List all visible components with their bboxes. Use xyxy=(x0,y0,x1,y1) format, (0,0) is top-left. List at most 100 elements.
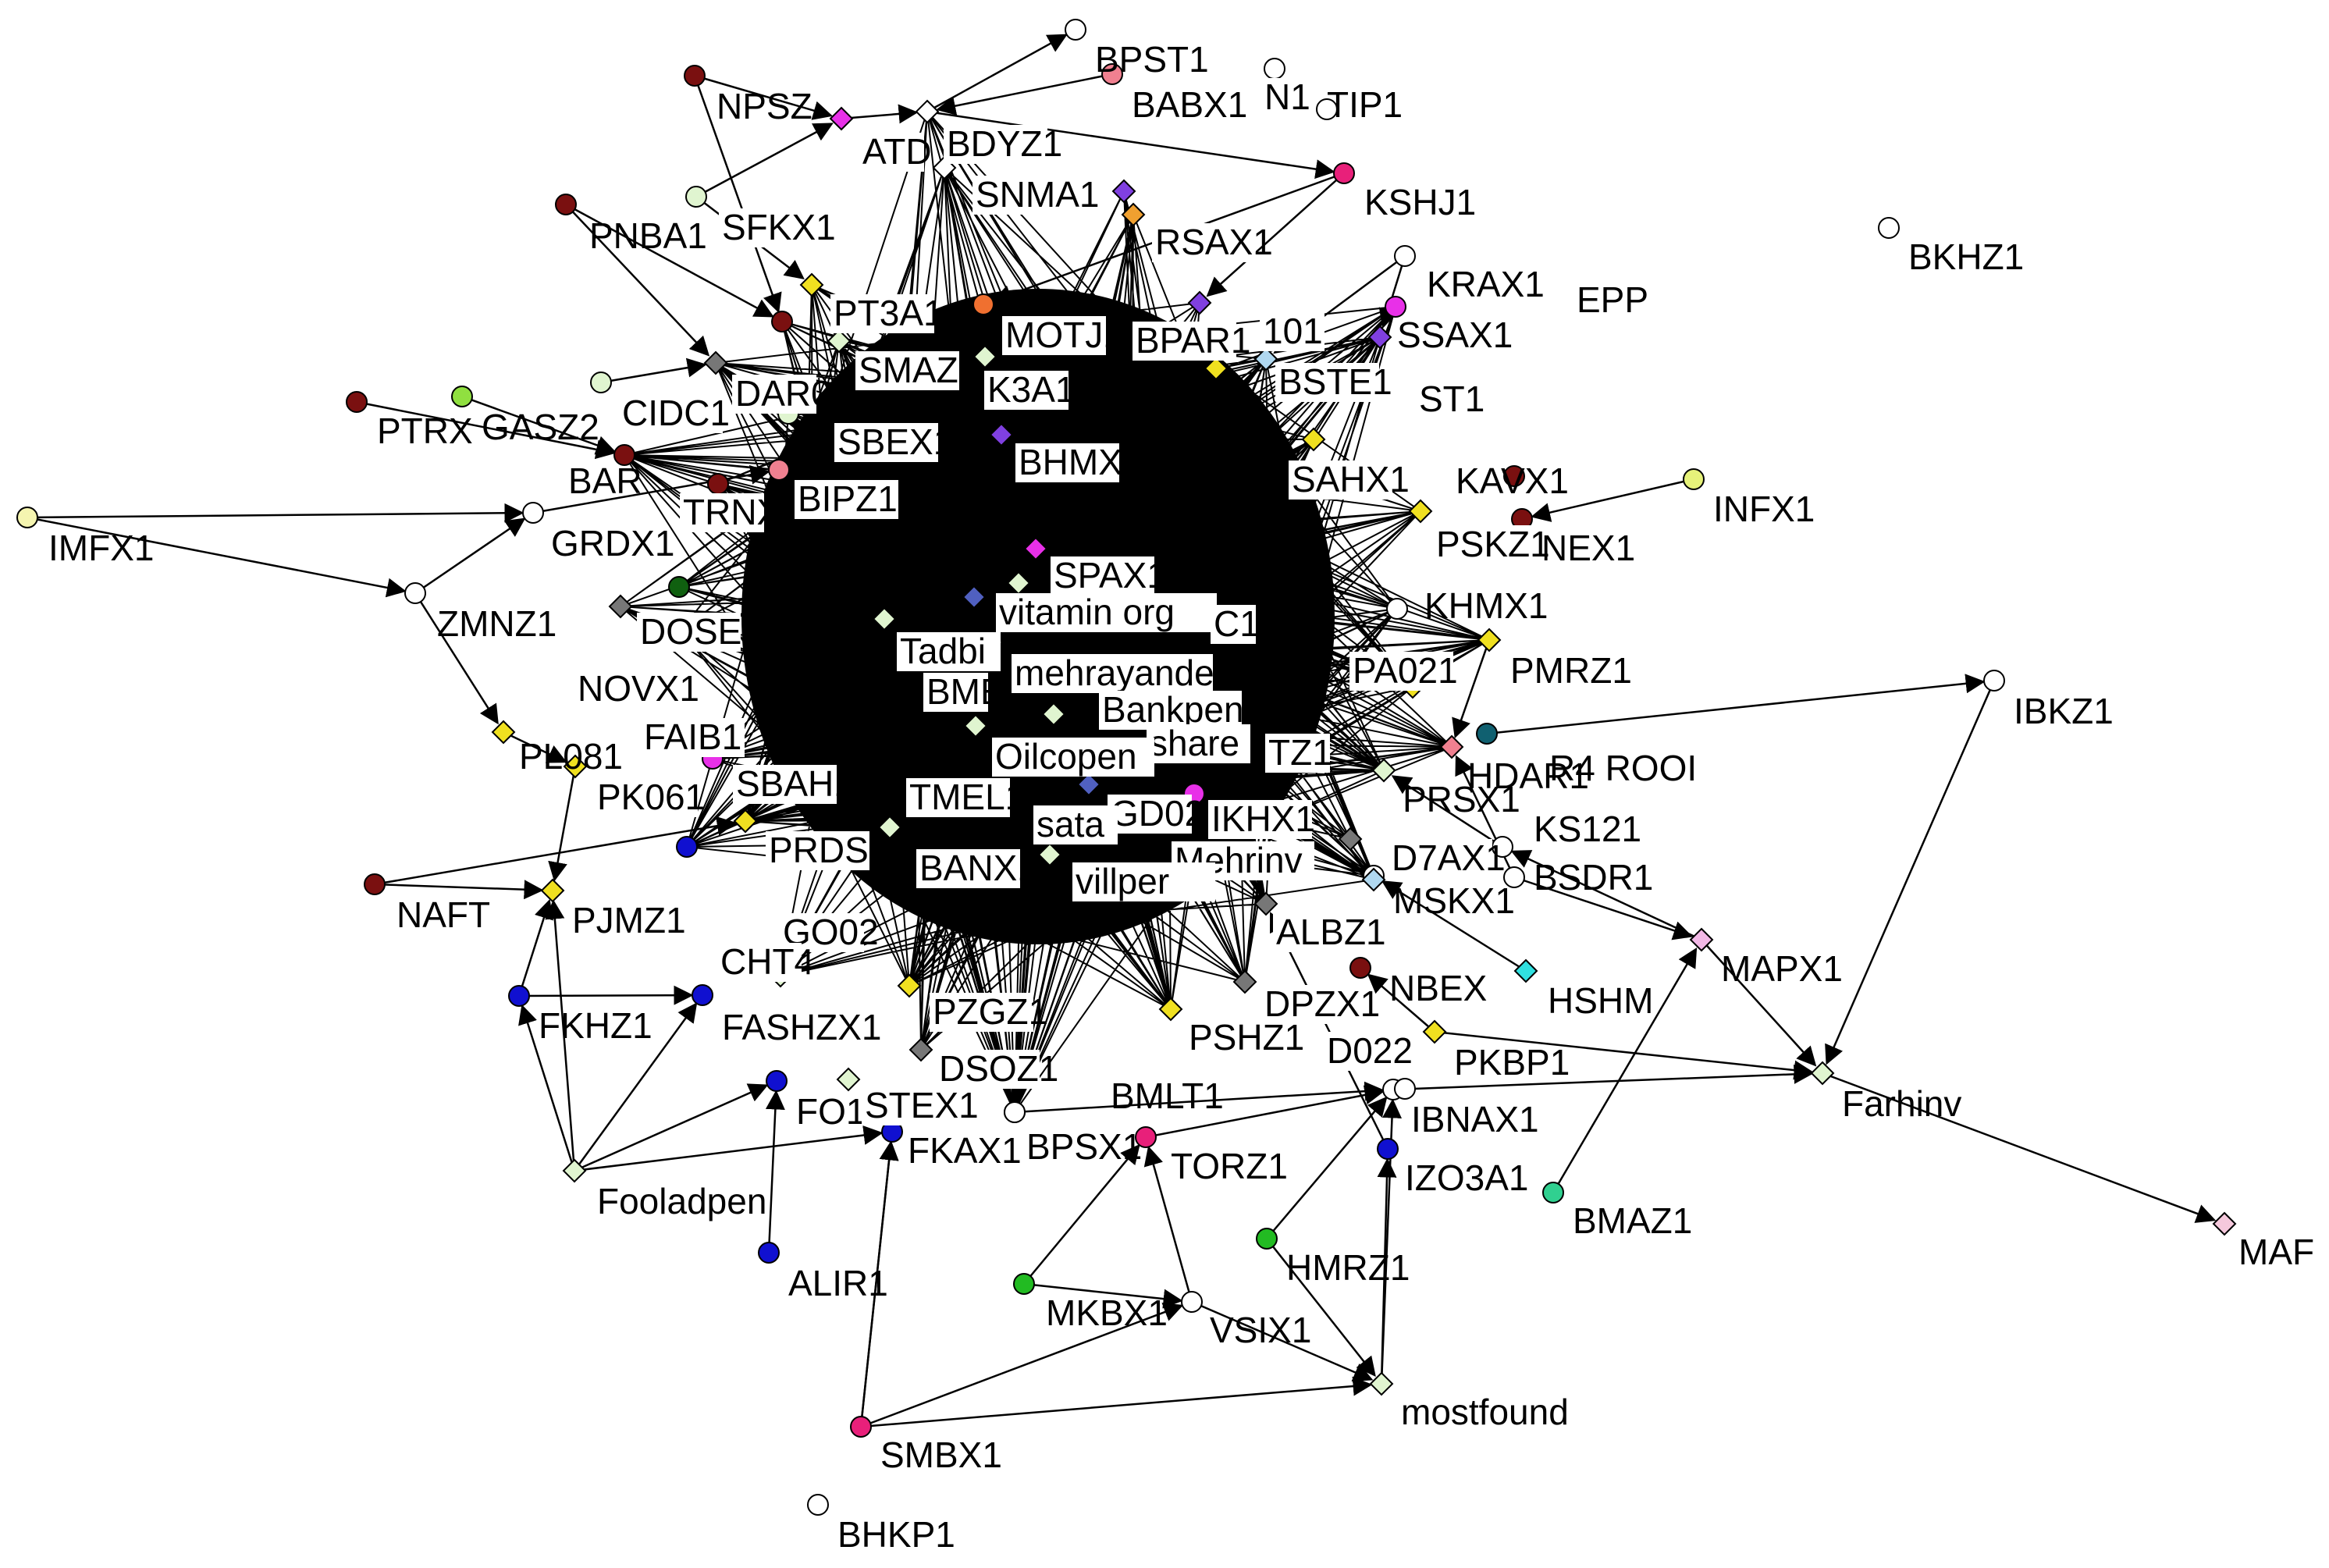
node-NAFT[interactable] xyxy=(364,873,386,895)
node-BABX1[interactable] xyxy=(1101,63,1123,85)
node-AVX1[interactable] xyxy=(1503,465,1525,487)
node-K3A1[interactable] xyxy=(972,344,997,369)
node-SNMA1[interactable] xyxy=(1111,179,1136,204)
node-TMEL1[interactable] xyxy=(877,815,902,840)
node-NPSZ_m[interactable] xyxy=(829,106,854,131)
node-MAPX1[interactable] xyxy=(1689,927,1714,952)
node-BPAR1[interactable] xyxy=(1204,356,1229,381)
node-D022[interactable] xyxy=(1394,1078,1416,1100)
node-Tadbir[interactable] xyxy=(872,606,897,631)
node-BHKP1[interactable] xyxy=(807,1494,829,1516)
node-SFKX1[interactable] xyxy=(685,186,707,208)
node-SFK_r[interactable] xyxy=(771,311,793,332)
node-BME[interactable] xyxy=(963,713,988,738)
node-PZGZ1[interactable] xyxy=(897,973,922,998)
node-BPST1[interactable] xyxy=(1065,19,1086,41)
label-64: PRSX1 xyxy=(1403,779,1520,820)
node-BMAZ1[interactable] xyxy=(1542,1182,1564,1204)
node-label: TZ1 xyxy=(1268,732,1332,773)
node-FO1[interactable] xyxy=(766,1070,788,1092)
node-Farhinv[interactable] xyxy=(1810,1061,1835,1086)
label-box xyxy=(1208,800,1312,839)
edge-KS121-PRSX1 xyxy=(1391,775,1503,848)
node-INFX1[interactable] xyxy=(1683,468,1705,490)
node-Fooladpen[interactable] xyxy=(562,1158,587,1183)
node-PTRX[interactable] xyxy=(346,391,368,413)
node-SP_b[interactable] xyxy=(962,585,987,610)
node-PNBA1[interactable] xyxy=(555,194,577,215)
node-BPSX1[interactable] xyxy=(1135,1126,1157,1148)
node-ALIR1[interactable] xyxy=(758,1242,780,1264)
node-mostfound[interactable] xyxy=(1369,1371,1394,1396)
node-PSHZ1[interactable] xyxy=(1158,997,1183,1022)
node-D7AX1[interactable] xyxy=(1361,867,1386,892)
node-GRD_g[interactable] xyxy=(668,576,690,598)
node-SBAH1[interactable] xyxy=(676,836,698,858)
node-Bankpen[interactable] xyxy=(1041,702,1066,727)
node-HMRZ1[interactable] xyxy=(1256,1228,1278,1250)
node-BSTE1[interactable] xyxy=(1253,347,1278,372)
node-NPSZ[interactable] xyxy=(684,65,706,87)
label-73: BSDR1 xyxy=(1534,857,1653,898)
node-DSOZ[interactable] xyxy=(908,1037,933,1062)
node-KHMX1[interactable] xyxy=(1386,598,1408,620)
node-CIDC1[interactable] xyxy=(590,372,612,393)
node-sata[interactable] xyxy=(1037,842,1062,867)
node-MAPX1_r[interactable] xyxy=(2212,1211,2237,1236)
node-label: PNBA1 xyxy=(589,215,707,256)
node-BIPZ1[interactable] xyxy=(768,459,790,481)
node-TZ1[interactable] xyxy=(1371,758,1396,783)
node-ROOI[interactable] xyxy=(1476,723,1498,745)
node-IKHX1[interactable] xyxy=(1338,827,1363,852)
node-IZO3A1[interactable] xyxy=(1377,1138,1399,1160)
node-NOVX1[interactable] xyxy=(491,720,516,745)
node-PJMZ1[interactable] xyxy=(540,878,565,903)
node-Oilc[interactable] xyxy=(1076,772,1101,797)
node-SMBX1[interactable] xyxy=(850,1416,872,1438)
node-label: FKHZ1 xyxy=(539,1005,652,1046)
node-HSHM[interactable] xyxy=(1513,958,1538,983)
node-MOTJ1[interactable] xyxy=(972,293,994,315)
node-ZMNZ1[interactable] xyxy=(404,582,426,604)
node-DPZX1[interactable] xyxy=(1232,969,1257,994)
node-KSHJ1[interactable] xyxy=(1333,162,1355,184)
node-PKBP1[interactable] xyxy=(1422,1019,1447,1044)
node-PRDS1[interactable] xyxy=(733,809,758,834)
node-SNMA_o[interactable] xyxy=(1121,202,1146,227)
node-VSIX1[interactable] xyxy=(1181,1291,1203,1313)
node-IBKZ1[interactable] xyxy=(1983,670,2005,692)
node-SPAX1[interactable] xyxy=(1023,536,1048,561)
node-SMAZ1[interactable] xyxy=(827,329,852,354)
node-FASH[interactable] xyxy=(836,1067,861,1092)
node-IMFX1[interactable] xyxy=(16,507,38,528)
node-SSAX1[interactable] xyxy=(1367,325,1392,350)
edge-SMBX1-VSIX1 xyxy=(860,1303,1184,1428)
node-BHMX1[interactable] xyxy=(989,422,1014,447)
node-BKHZ1[interactable] xyxy=(1878,217,1900,239)
edge-Fooladpen-FKHZ1 xyxy=(518,1004,576,1172)
node-STEX[interactable] xyxy=(1004,1101,1026,1123)
node-BAR1[interactable] xyxy=(613,444,635,466)
node-ALBZ1[interactable] xyxy=(1253,891,1278,916)
node-FKHZ1[interactable] xyxy=(508,985,530,1007)
node-SAHX1[interactable] xyxy=(1301,427,1326,452)
node-ATD[interactable] xyxy=(915,99,940,124)
node-GRDX1[interactable] xyxy=(522,502,544,524)
node-PT3A1[interactable] xyxy=(799,272,824,297)
node-CHT4[interactable] xyxy=(692,984,713,1006)
node-BSDR1[interactable] xyxy=(1503,866,1525,888)
node-KRAX1[interactable] xyxy=(1394,245,1416,267)
node-GRD_gr[interactable] xyxy=(608,594,633,619)
node-NBEX[interactable] xyxy=(1349,957,1371,979)
node-HDAR1[interactable] xyxy=(1439,734,1464,759)
node-KRAX_c[interactable] xyxy=(1385,296,1406,318)
node-RSAX1[interactable] xyxy=(1187,290,1212,315)
label-box xyxy=(680,493,764,532)
node-DAR0[interactable] xyxy=(703,350,728,375)
node-GASZ2[interactable] xyxy=(451,386,473,407)
node-PL081[interactable] xyxy=(563,754,588,779)
node-PSKZ1[interactable] xyxy=(1408,499,1433,524)
node-TIP1[interactable] xyxy=(1316,98,1338,120)
node-MKBX1[interactable] xyxy=(1013,1273,1035,1295)
node-PMRZ1[interactable] xyxy=(1477,628,1502,652)
